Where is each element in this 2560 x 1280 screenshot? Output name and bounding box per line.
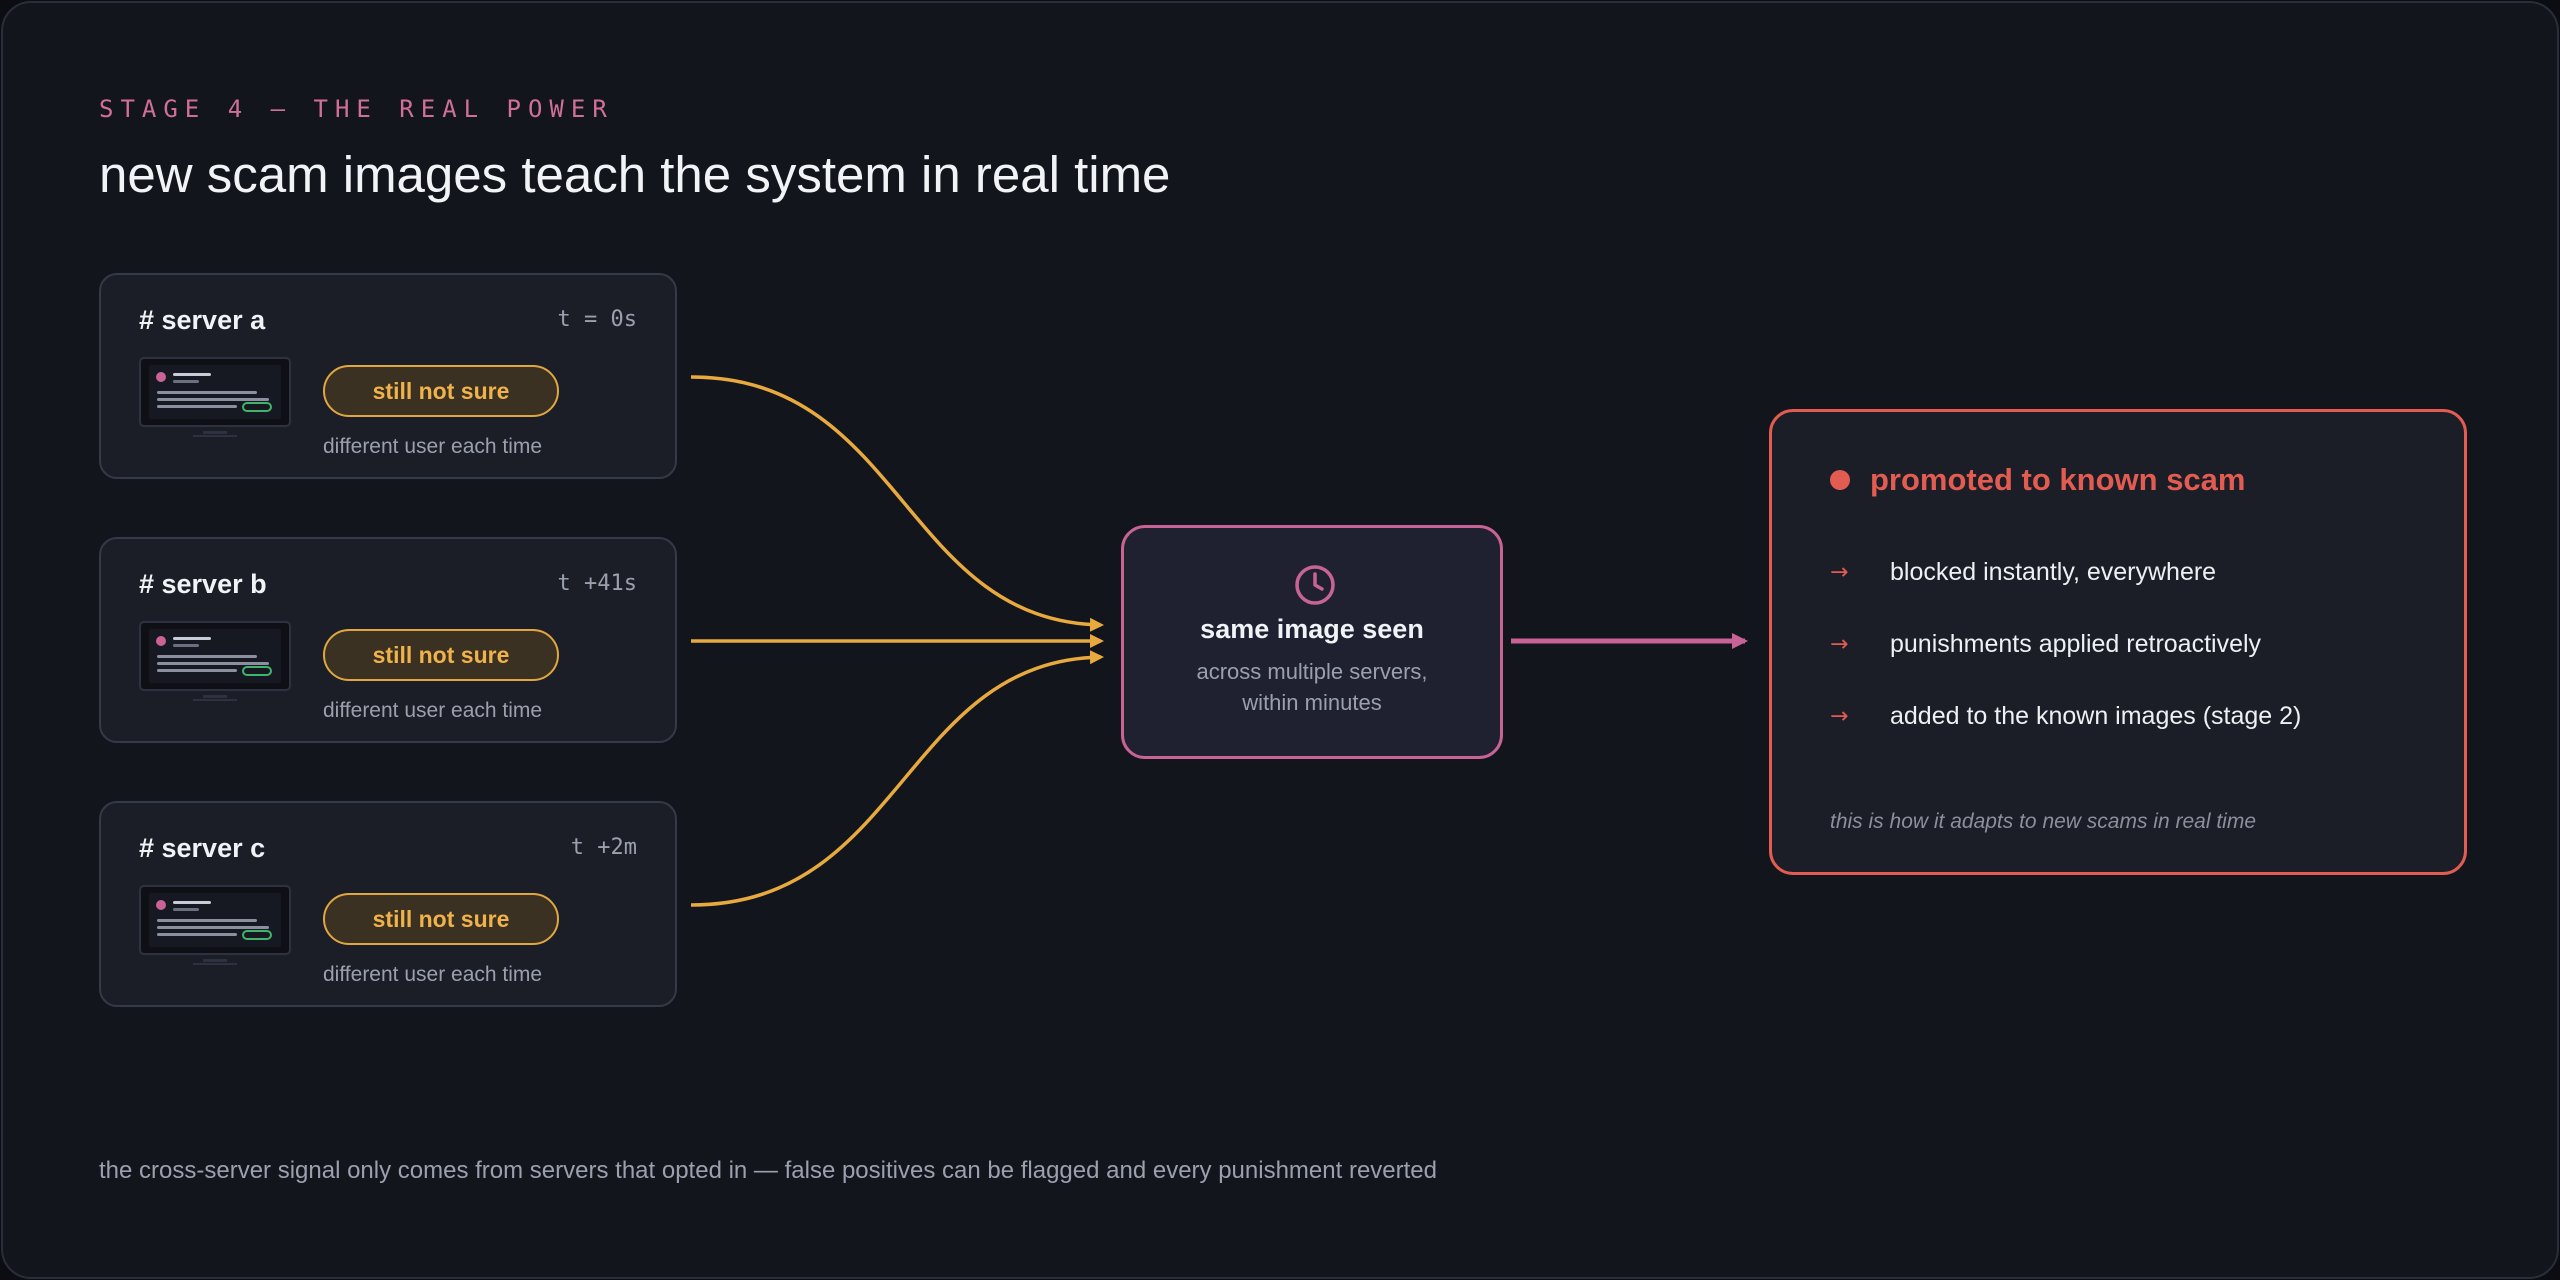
connector-server-a bbox=[690, 375, 1104, 632]
result-bullet: → added to the known images (stage 2) bbox=[1830, 702, 2301, 731]
center-subtitle: across multiple servers, within minutes bbox=[1124, 656, 1500, 718]
center-title: same image seen bbox=[1200, 614, 1424, 644]
status-note: different user each time bbox=[323, 699, 543, 722]
result-bullet: → punishments applied retroactively bbox=[1830, 630, 2261, 659]
arrow-right-icon: → bbox=[1830, 632, 1849, 657]
footnote: the cross-server signal only comes from … bbox=[99, 1157, 1437, 1184]
server-card-a: # server a t = 0s still not sure differe… bbox=[99, 273, 677, 479]
center-subtitle-line: across multiple servers, bbox=[1196, 659, 1428, 684]
result-bullet: → blocked instantly, everywhere bbox=[1830, 558, 2216, 587]
result-bullet-text: punishments applied retroactively bbox=[1890, 630, 2262, 658]
clock-icon bbox=[1295, 565, 1335, 605]
status-pill: still not sure bbox=[323, 893, 559, 945]
status-pill: still not sure bbox=[323, 629, 559, 681]
server-name: # server b bbox=[139, 569, 267, 599]
arrow-right-icon: → bbox=[1830, 704, 1849, 729]
status-note: different user each time bbox=[323, 963, 543, 986]
status-dot-icon bbox=[1830, 470, 1850, 490]
screenshot-thumbnail-icon bbox=[139, 885, 291, 965]
same-image-box: same image seen across multiple servers,… bbox=[1121, 525, 1503, 759]
status-note: different user each time bbox=[323, 435, 543, 458]
server-name: # server c bbox=[139, 833, 266, 863]
server-name: # server a bbox=[139, 305, 266, 335]
connector-server-c bbox=[690, 650, 1104, 907]
server-card-c: # server c t +2m still not sure differen… bbox=[99, 801, 677, 1007]
known-scam-box: promoted to known scam → blocked instant… bbox=[1769, 409, 2467, 875]
screenshot-thumbnail-icon bbox=[139, 357, 291, 437]
center-subtitle-line: within minutes bbox=[1242, 690, 1382, 715]
status-pill: still not sure bbox=[323, 365, 559, 417]
page-title: new scam images teach the system in real… bbox=[99, 146, 1171, 203]
server-time: t +41s bbox=[557, 571, 637, 596]
result-bullet-text: blocked instantly, everywhere bbox=[1890, 558, 2217, 586]
server-time: t = 0s bbox=[557, 307, 637, 332]
arrow-right-icon: → bbox=[1830, 560, 1849, 585]
server-time: t +2m bbox=[570, 835, 637, 860]
result-note: this is how it adapts to new scams in re… bbox=[1830, 810, 2257, 833]
server-card-b: # server b t +41s still not sure differe… bbox=[99, 537, 677, 743]
stage-kicker: STAGE 4 — THE REAL POWER bbox=[99, 95, 614, 123]
screenshot-thumbnail-icon bbox=[139, 621, 291, 701]
result-title: promoted to known scam bbox=[1870, 462, 2246, 497]
connector-arrows bbox=[690, 375, 1748, 907]
result-bullet-text: added to the known images (stage 2) bbox=[1890, 702, 2302, 730]
